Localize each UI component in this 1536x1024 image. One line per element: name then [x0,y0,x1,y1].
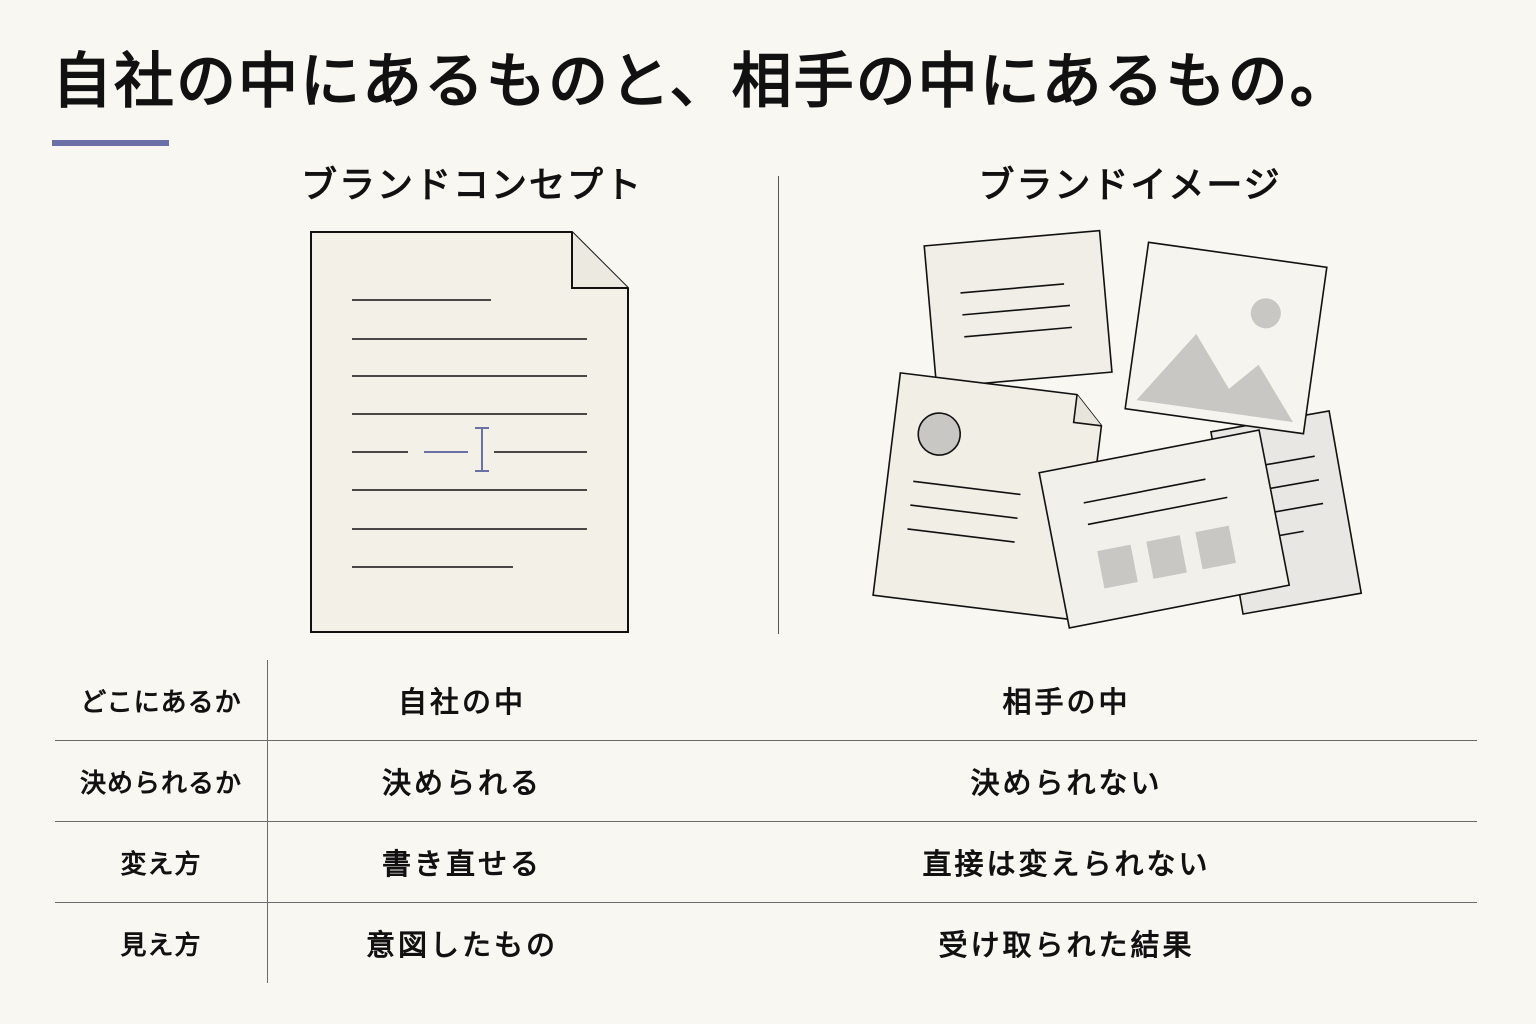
image-cell: 受け取られた結果 [656,902,1477,983]
page-title: 自社の中にあるものと、相手の中にあるもの。 [52,47,1352,117]
text-card-icon [923,229,1113,389]
table-row: 見え方 意図したもの 受け取られた結果 [55,902,1477,983]
row-label: 変え方 [55,821,268,903]
concept-cell: 自社の中 [397,685,526,719]
heading-brand-concept: ブランドコンセプト [300,165,643,206]
image-cell: 相手の中 [1002,685,1131,719]
heading-brand-image: ブランドイメージ [978,165,1282,206]
layout-card-icon [1038,429,1291,629]
comparison-table: どこにあるか 自社の中 相手の中 決められるか 決められる 決められない 変え方… [55,660,1477,983]
image-cell: 直接は変えられない [656,821,1477,903]
table-row: 決められるか 決められる 決められない [55,740,1477,822]
row-label: どこにあるか [55,660,268,741]
illustrations [310,229,1363,633]
table-row: 変え方 書き直せる 直接は変えられない [55,821,1477,903]
concept-cell: 書き直せる [267,821,656,903]
document-with-text-cursor-icon [310,231,629,633]
title-accent-bar [52,140,169,146]
image-cell: 決められない [656,740,1477,822]
photo-card-icon [1124,241,1328,435]
profile-document-icon [872,372,1103,622]
concept-cell: 意図したもの [267,902,656,983]
scattered-papers-icon [872,229,1363,629]
table-row: どこにあるか 自社の中 相手の中 [55,660,1477,741]
text-cursor-icon [424,427,489,472]
row-label: 見え方 [55,902,268,983]
row-label: 決められるか [55,740,268,822]
column-divider [778,176,779,634]
concept-cell: 決められる [267,740,656,822]
